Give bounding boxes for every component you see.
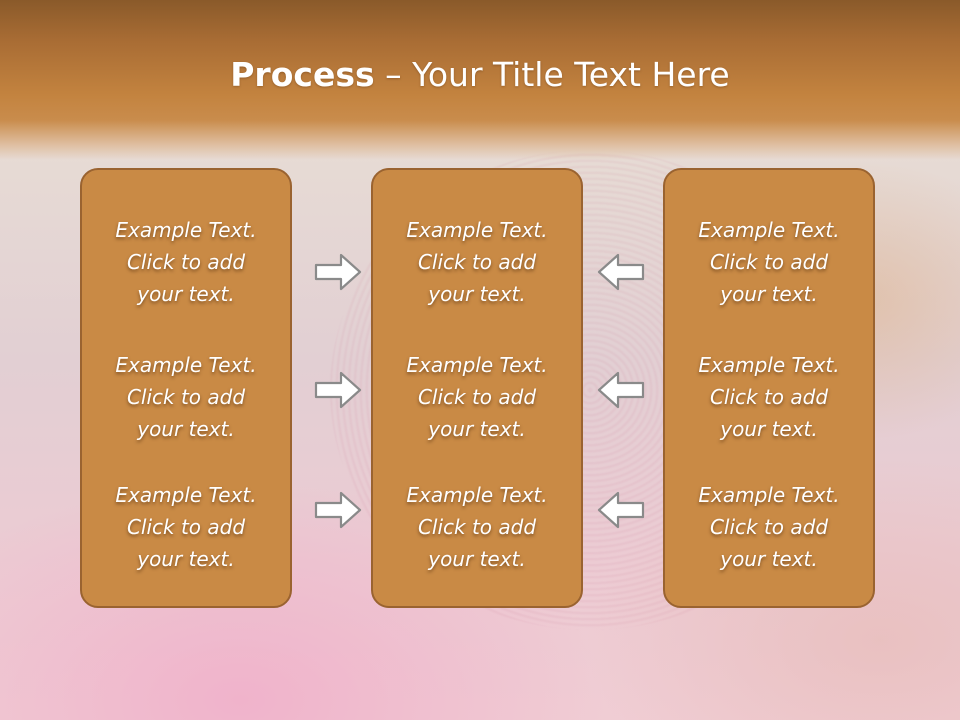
text-placeholder[interactable]: Example Text. Click to add your text. [373, 214, 581, 310]
text-placeholder[interactable]: Example Text. Click to add your text. [373, 479, 581, 575]
text-line: your text. [428, 282, 526, 306]
text-line: Example Text. [115, 353, 257, 377]
header-band [0, 0, 960, 160]
process-box-middle[interactable]: Example Text. Click to add your text. Ex… [371, 168, 583, 608]
arrow-right-icon [314, 491, 362, 529]
text-line: Example Text. [406, 218, 548, 242]
slide-title: Process – Your Title Text Here [0, 52, 960, 98]
arrow-left-icon [597, 491, 645, 529]
text-placeholder[interactable]: Example Text. Click to add your text. [82, 214, 290, 310]
text-line: Example Text. [698, 218, 840, 242]
text-placeholder[interactable]: Example Text. Click to add your text. [665, 349, 873, 445]
process-box-right[interactable]: Example Text. Click to add your text. Ex… [663, 168, 875, 608]
text-line: your text. [428, 547, 526, 571]
text-line: your text. [720, 417, 818, 441]
text-line: Example Text. [115, 483, 257, 507]
text-line: Click to add [126, 250, 246, 274]
arrow-left-icon [597, 371, 645, 409]
text-line: Click to add [417, 515, 537, 539]
text-line: Click to add [417, 385, 537, 409]
arrow-left-icon [597, 253, 645, 291]
text-line: Click to add [709, 250, 829, 274]
text-line: your text. [137, 417, 235, 441]
text-placeholder[interactable]: Example Text. Click to add your text. [82, 479, 290, 575]
title-rest: – Your Title Text Here [374, 55, 730, 94]
text-line: Click to add [709, 385, 829, 409]
text-placeholder[interactable]: Example Text. Click to add your text. [82, 349, 290, 445]
text-line: your text. [137, 547, 235, 571]
text-line: your text. [428, 417, 526, 441]
text-placeholder[interactable]: Example Text. Click to add your text. [665, 214, 873, 310]
text-line: your text. [137, 282, 235, 306]
text-line: Example Text. [698, 353, 840, 377]
text-line: your text. [720, 282, 818, 306]
text-line: your text. [720, 547, 818, 571]
text-line: Click to add [417, 250, 537, 274]
text-placeholder[interactable]: Example Text. Click to add your text. [665, 479, 873, 575]
arrow-right-icon [314, 371, 362, 409]
text-line: Click to add [126, 385, 246, 409]
process-box-left[interactable]: Example Text. Click to add your text. Ex… [80, 168, 292, 608]
text-line: Example Text. [698, 483, 840, 507]
text-line: Click to add [126, 515, 246, 539]
text-line: Click to add [709, 515, 829, 539]
text-line: Example Text. [406, 353, 548, 377]
text-placeholder[interactable]: Example Text. Click to add your text. [373, 349, 581, 445]
title-bold: Process [230, 55, 375, 94]
arrow-right-icon [314, 253, 362, 291]
text-line: Example Text. [406, 483, 548, 507]
text-line: Example Text. [115, 218, 257, 242]
